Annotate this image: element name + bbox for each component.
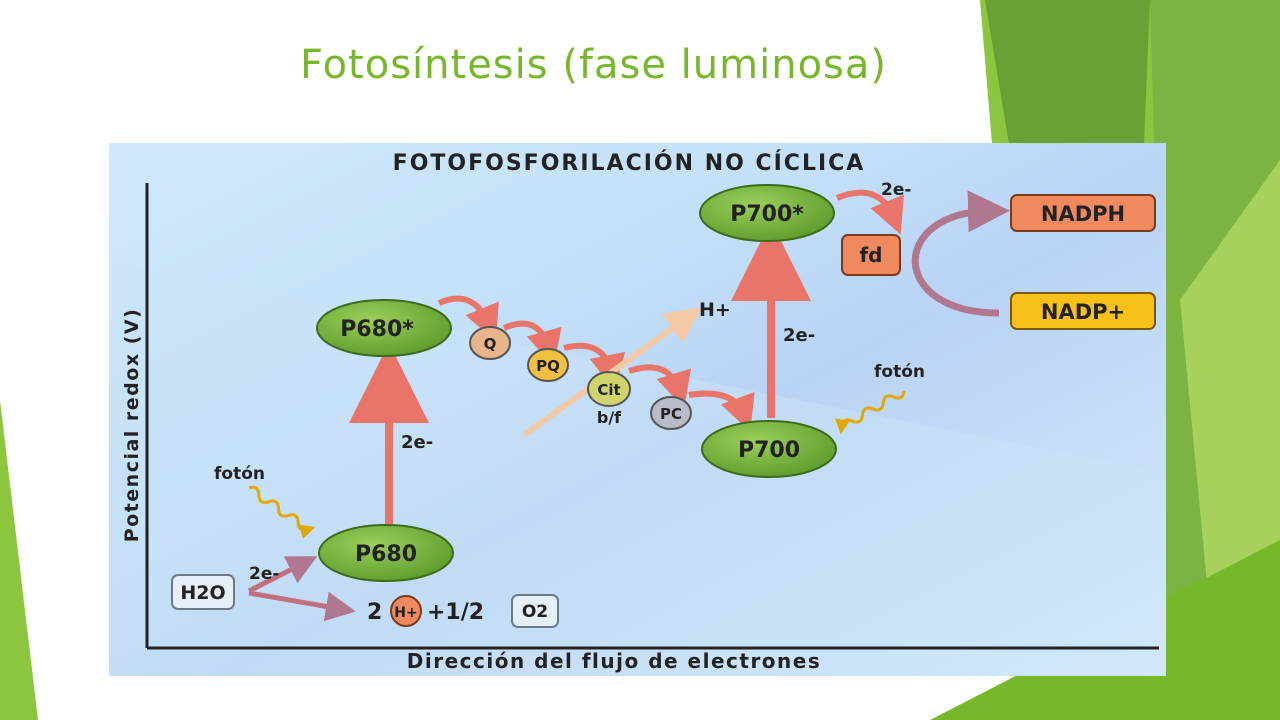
h2o-label: H2O (180, 582, 225, 604)
h2o-to-products-arrow (248, 590, 356, 622)
p680-2e-label: 2e- (401, 432, 433, 453)
p700-label: P700 (738, 438, 800, 463)
arrow-pc-to-p700 (688, 390, 755, 432)
cit-label: Cit (597, 381, 620, 399)
p680-label: P680 (355, 542, 417, 567)
fd-label: fd (859, 243, 882, 267)
pc-label: PC (660, 405, 682, 423)
diagram-title: FOTOFOSFORILACIÓN NO CÍCLICA (393, 150, 866, 176)
node-pc: PC (650, 396, 692, 430)
arrow-p700star-to-fd (835, 189, 904, 235)
h-plus-pumped: H+ (699, 299, 731, 321)
node-p700: P700 (701, 420, 837, 478)
diagram-panel: FOTOFOSFORILACIÓN NO CÍCLICA Dirección d… (109, 143, 1166, 676)
node-fd: fd (841, 234, 901, 276)
node-h2o: H2O (171, 574, 235, 610)
slide-title: Fotosíntesis (fase luminosa) (300, 42, 888, 88)
node-cit: Cit b/f (587, 371, 631, 427)
h2o-to-p680-arrow (247, 556, 318, 594)
arrow-cit-to-pc (628, 364, 691, 409)
node-nadp: NADP+ (1010, 292, 1156, 330)
node-p700-star: P700* (699, 184, 835, 242)
q-label: Q (484, 335, 497, 353)
node-o2: O2 (511, 594, 559, 628)
photon-p700-label: fotón (874, 362, 925, 382)
node-p680: P680 (318, 524, 454, 582)
node-pq: PQ (527, 348, 569, 382)
arrow-pq-to-cit (563, 342, 626, 391)
product-half: +1/2 (427, 600, 484, 625)
photon-p700-squiggle (835, 390, 906, 435)
node-q: Q (469, 326, 511, 360)
nadph-label: NADPH (1041, 202, 1125, 226)
nadp-label: NADP+ (1041, 300, 1125, 324)
p680-star-label: P680* (340, 317, 414, 342)
p700-star-label: P700* (730, 202, 804, 227)
photon-p680-squiggle (248, 485, 316, 539)
node-p680-star: P680* (316, 299, 452, 357)
o2-label: O2 (522, 602, 548, 622)
photon-p680-label: fotón (214, 464, 265, 484)
fd-2e-label: 2e- (881, 180, 911, 200)
x-axis-label: Dirección del flujo de electrones (407, 649, 822, 673)
arrow-p680star-to-q (437, 295, 499, 342)
arrow-q-to-pq (502, 320, 562, 367)
product-coefficient: 2 (367, 600, 382, 625)
decor-green-left-band (0, 400, 38, 720)
bf-label: b/f (597, 408, 622, 427)
nadp-to-nadph-arrow (911, 190, 1010, 317)
p700-2e-label: 2e- (783, 325, 815, 346)
h2o-2e-label: 2e- (249, 564, 279, 584)
photosynthesis-diagram: FOTOFOSFORILACIÓN NO CÍCLICA Dirección d… (109, 143, 1166, 676)
y-axis-label: Potencial redox (V) (121, 308, 143, 543)
pq-label: PQ (536, 357, 560, 375)
node-nadph: NADPH (1010, 194, 1156, 232)
node-h-plus-product: H+ (390, 595, 422, 627)
h-plus-product-label: H+ (394, 605, 417, 621)
